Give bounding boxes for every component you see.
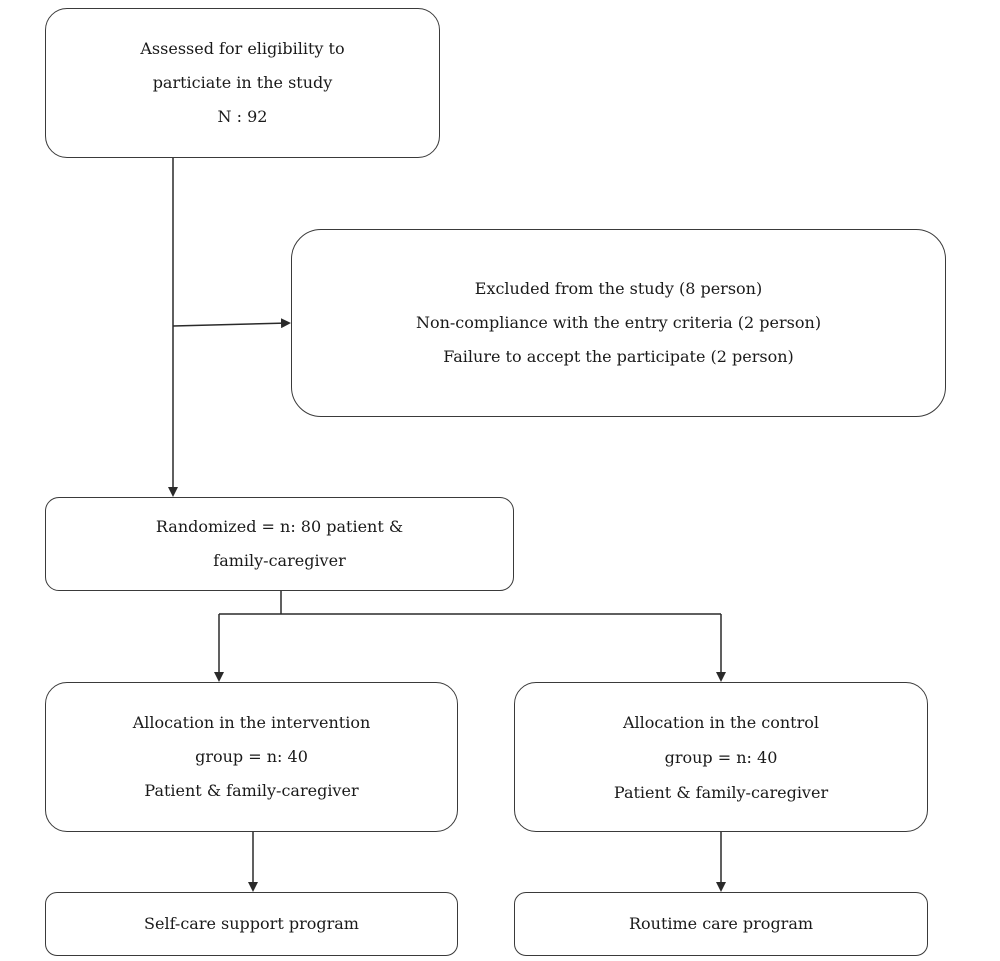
eligibility-line-2: particiate in the study (152, 73, 333, 92)
excluded-line-2: Non-compliance with the entry criteria (… (415, 313, 822, 332)
intervention-group-box: Allocation in the intervention group = n… (45, 682, 458, 832)
excluded-box: Excluded from the study (8 person) Non-c… (291, 229, 946, 417)
control-group-box: Allocation in the control group = n: 40 … (514, 682, 928, 832)
control-line-2: group = n: 40 (664, 747, 778, 767)
routine-program-box: Routime care program (514, 892, 928, 956)
randomized-box: Randomized = n: 80 patient & family-care… (45, 497, 514, 591)
control-line-1: Allocation in the control (622, 712, 819, 732)
intervention-line-2: group = n: 40 (195, 747, 308, 766)
selfcare-program-box: Self-care support program (45, 892, 458, 956)
excluded-line-1: Excluded from the study (8 person) (474, 279, 763, 298)
intervention-line-3: Patient & family-caregiver (144, 781, 359, 800)
eligibility-box: Assessed for eligibility to particiate i… (45, 8, 440, 158)
routine-label: Routime care program (628, 914, 814, 933)
eligibility-line-3: N : 92 (217, 107, 268, 126)
intervention-line-1: Allocation in the intervention (132, 713, 371, 732)
eligibility-line-1: Assessed for eligibility to (140, 39, 345, 58)
control-line-3: Patient & family-caregiver (613, 782, 829, 802)
randomized-line-2: family-caregiver (213, 551, 346, 570)
randomized-line-1: Randomized = n: 80 patient & (155, 517, 404, 536)
excluded-line-3: Failure to accept the participate (2 per… (443, 347, 794, 366)
arrow-to-excluded (172, 318, 291, 329)
selfcare-label: Self-care support program (144, 914, 359, 933)
